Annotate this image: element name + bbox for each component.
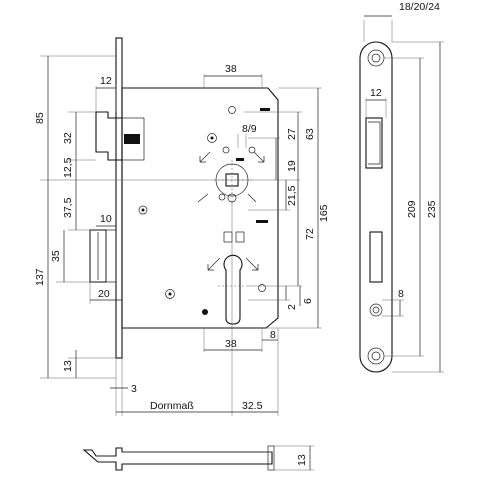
latch-bolt-mark [124,134,140,144]
faceplate-screw-top [367,49,385,67]
dim-h8-9: 8/9 [242,123,257,135]
dim-h37-5: 37,5 [62,197,74,218]
dim-side-w8: 8 [398,288,404,300]
screw-hole [165,289,175,299]
direction-arrows [197,151,265,271]
lock-body-front-view [89,37,279,359]
dim-bottom-h13: 13 [296,454,308,466]
dim-h35: 35 [50,250,62,262]
lock-bottom-view [82,445,314,471]
dim-h6: 6 [302,298,314,304]
faceplate-screw-bottom [367,347,385,365]
lock-case-outline [121,87,279,329]
dim-h63: 63 [304,128,316,140]
dim-w38-top: 38 [225,63,237,75]
screw-hole [138,205,148,215]
deadbolt-neck [105,229,117,283]
dim-top-set: 18/20/24 [399,1,440,13]
dim-w32-5: 32.5 [242,400,263,412]
dim-h21-5: 21,5 [286,185,298,206]
dim-h165: 165 [318,204,330,222]
faceplate-latch-opening [365,117,383,169]
dim-h27: 27 [286,128,298,140]
dim-h85: 85 [34,112,46,124]
screw-hole [228,106,236,114]
profile-cylinder-cutout [223,254,243,325]
cylinder-cam [223,231,233,243]
dim-w3: 3 [131,383,137,395]
dimension-labels: 18/20/24 38 12 85 32 8/9 27 63 12,5 19 3… [34,1,440,466]
screw-hole [207,133,217,143]
dim-h137: 137 [34,268,46,286]
dim-h13-left: 13 [62,360,74,372]
latch-bolt-inner [121,117,145,161]
dim-w8: 8 [270,329,276,341]
dim-side-w12: 12 [370,87,382,99]
dim-label-dornmass: Dornmaß [150,400,194,412]
faceplate-side-view [359,15,444,373]
dim-h12-5: 12,5 [62,157,74,178]
dimension-lines [40,55,322,416]
dim-w10: 10 [100,213,112,225]
dim-h2: 2 [286,304,298,310]
faceplate-strip [115,37,123,359]
dim-h19: 19 [286,160,298,172]
dim-w38-bottom: 38 [225,338,237,350]
latch-bolt [95,111,123,161]
dim-side-h209: 209 [406,200,418,218]
dim-h32: 32 [62,132,74,144]
dim-w12-top: 12 [100,75,112,87]
faceplate-bolt-opening [369,231,383,283]
bottom-view-outline [82,447,273,471]
screw-hole [258,284,266,292]
dim-side-h235: 235 [426,200,438,218]
dim-w20: 20 [98,288,110,300]
faceplate-screw-mid [369,303,383,317]
faceplate-outline [359,41,393,373]
dim-h72: 72 [304,228,316,240]
